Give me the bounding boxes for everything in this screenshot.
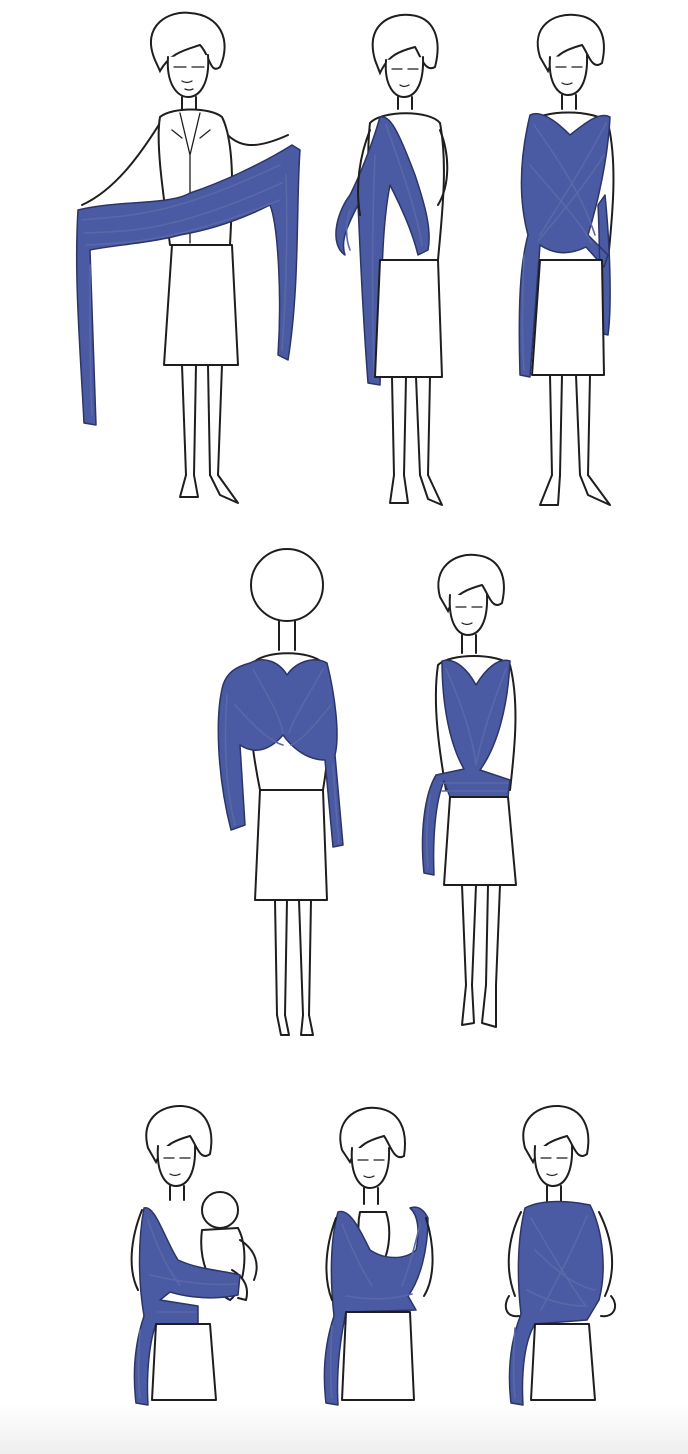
woman-baby-seated-in-wrap-icon [320,1100,460,1420]
woman-baby-fully-wrapped-icon [495,1100,645,1420]
woman-placing-baby-in-wrap-icon [120,1100,280,1420]
bottom-edge-shading [0,1405,688,1454]
woman-holding-wrap-open-icon [60,5,320,520]
woman-wrap-crossed-back-view-icon [205,545,365,1045]
woman-wrap-tied-waist-icon [410,545,550,1045]
woman-draping-wrap-over-shoulder-icon [320,5,470,520]
woman-wrap-crossed-front-icon [500,5,650,520]
